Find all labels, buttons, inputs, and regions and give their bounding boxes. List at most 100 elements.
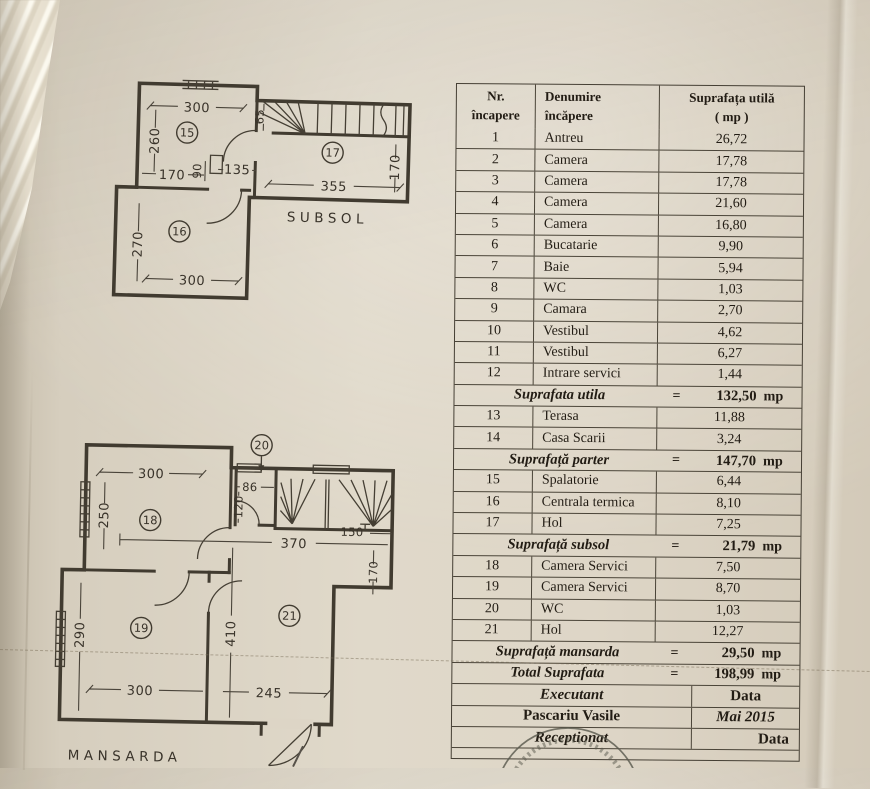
room-number: 7 bbox=[455, 256, 535, 278]
room-area: 1,03 bbox=[718, 281, 743, 298]
room-name: Camera Servici bbox=[531, 577, 657, 600]
header-nr: Nr.încapere bbox=[456, 84, 536, 129]
room-area: 1,03 bbox=[715, 602, 741, 619]
room-label-15: 15 bbox=[175, 121, 199, 144]
summary-label: Suprafață subsol bbox=[507, 536, 610, 554]
svg-text:20: 20 bbox=[254, 438, 269, 452]
room-number: 20 bbox=[452, 598, 532, 620]
dim-label: 300 bbox=[127, 684, 154, 700]
room-number: 18 bbox=[453, 555, 533, 577]
room-number: 10 bbox=[454, 320, 535, 342]
summary-unit: mp bbox=[762, 538, 783, 555]
room-number: 4 bbox=[455, 192, 536, 214]
room-area: 6,44 bbox=[716, 474, 742, 490]
room-name: Baie bbox=[534, 256, 659, 279]
room-area: 9,90 bbox=[718, 239, 744, 255]
stairs-icon bbox=[259, 100, 405, 137]
svg-text:16: 16 bbox=[172, 224, 187, 238]
room-name: WC bbox=[534, 278, 659, 300]
room-name: Intrare servici bbox=[533, 363, 658, 386]
paper-left-shadow bbox=[0, 0, 30, 768]
dim-label: 245 bbox=[256, 686, 283, 702]
room-number: 12 bbox=[454, 363, 534, 385]
dim-label: 170 bbox=[366, 561, 380, 584]
room-number: 3 bbox=[456, 170, 536, 192]
room-name: Vestibul bbox=[533, 321, 659, 343]
dim-label: 300 bbox=[183, 100, 210, 116]
summary-label: Suprafață parter bbox=[508, 450, 610, 468]
room-number: 6 bbox=[455, 234, 535, 256]
room-name: Camara bbox=[534, 299, 659, 322]
room-label-16: 16 bbox=[168, 220, 191, 243]
room-name: Hol bbox=[531, 620, 656, 642]
room-name: Bucatarie bbox=[534, 235, 659, 257]
summary-value: 21,79 bbox=[722, 538, 756, 555]
room-name: Camera bbox=[535, 171, 660, 193]
dim-label: 65 bbox=[252, 109, 266, 125]
summary-label: Suprafata utila bbox=[513, 386, 606, 404]
dim-label: 290 bbox=[73, 621, 89, 648]
room-name: Camera bbox=[534, 214, 659, 236]
room-name: Camera bbox=[534, 192, 660, 215]
room-area: 17,78 bbox=[715, 175, 748, 191]
stamp bbox=[450, 722, 690, 789]
stamp-text-ring bbox=[505, 737, 631, 789]
break-line bbox=[380, 103, 388, 137]
room-area: 8,70 bbox=[715, 581, 741, 597]
room-number: 14 bbox=[454, 427, 534, 449]
room-area: 21,60 bbox=[715, 196, 747, 212]
room-area: 17,78 bbox=[715, 153, 748, 169]
room-area: 26,72 bbox=[715, 132, 748, 148]
room-number: 9 bbox=[455, 299, 535, 321]
room-number: 13 bbox=[454, 406, 534, 428]
room-label-19: 19 bbox=[129, 616, 153, 640]
footer-right: Mai 2015 bbox=[716, 709, 775, 726]
room-name: Hol bbox=[532, 513, 657, 536]
summary-label: Suprafață mansarda bbox=[495, 643, 620, 661]
subsol-dimensions: 300 65 260 170 135 90 355 170 270 300 bbox=[131, 100, 405, 289]
footer-right: Data bbox=[730, 688, 762, 705]
room-name: WC bbox=[531, 599, 656, 621]
dim-label: 300 bbox=[138, 467, 165, 483]
room-area: 5,94 bbox=[718, 260, 743, 276]
room-area: 2,70 bbox=[717, 303, 743, 319]
dim-label: 120 bbox=[231, 495, 245, 518]
room-name: Terasa bbox=[533, 406, 658, 429]
dim-label: 260 bbox=[148, 127, 164, 154]
summary-unit: mp bbox=[762, 452, 783, 470]
equals-sign: = bbox=[671, 452, 681, 468]
room-number: 1 bbox=[456, 128, 536, 150]
room-20-leader bbox=[258, 456, 265, 473]
mansarda-floor-plan: 300 250 86 120 370 150 170 410 290 300 2… bbox=[35, 426, 422, 783]
dim-label: 170 bbox=[388, 154, 404, 181]
window-icon bbox=[54, 463, 350, 668]
glossy-reflection bbox=[0, 0, 60, 311]
equals-sign: = bbox=[672, 388, 681, 404]
dim-label: 300 bbox=[179, 273, 206, 289]
svg-text:18: 18 bbox=[143, 513, 158, 527]
